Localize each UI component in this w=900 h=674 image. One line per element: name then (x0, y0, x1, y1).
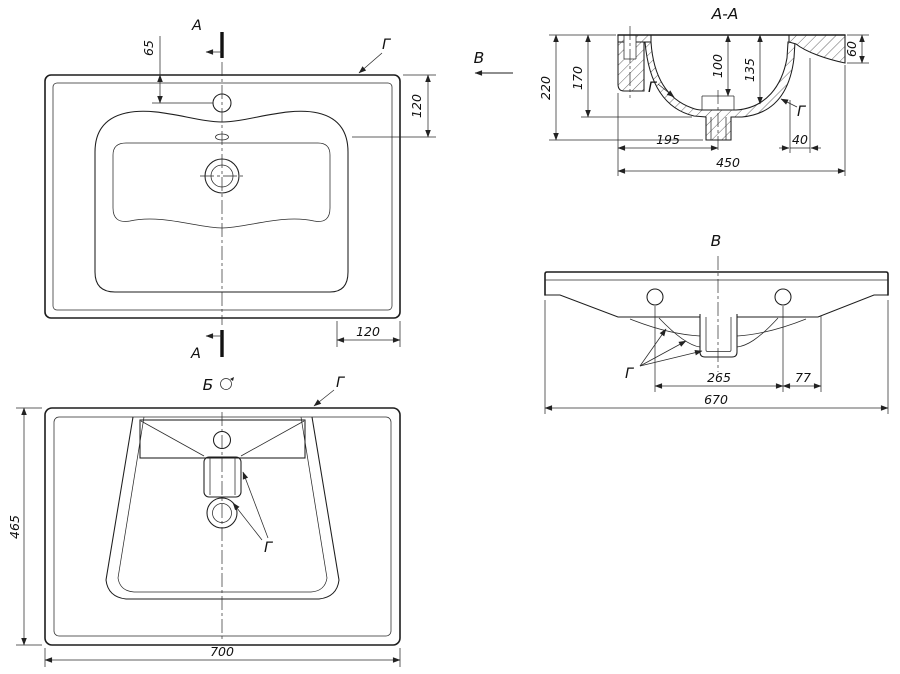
front-bowl-curve-left1 (629, 318, 701, 337)
front-detail-leader-2 (639, 340, 687, 367)
front-view: В Г 265 77 670 (544, 232, 889, 414)
bowl-wall-cut (644, 41, 796, 141)
plan-view: A A 65 120 120 Г (44, 18, 436, 362)
dim670-text: 670 (704, 392, 728, 407)
section-view: А-А 220 170 100 135 6 (538, 5, 869, 176)
front-detail-leader-3 (639, 349, 703, 367)
dim450-text: 450 (716, 155, 740, 170)
front-drain-box (699, 314, 738, 358)
plan-outer-outline (44, 74, 401, 319)
front-underside-right (737, 294, 888, 318)
plan-detail-label: Г (382, 37, 392, 53)
bottom-inner-rim (53, 416, 392, 637)
dim135-text: 135 (742, 58, 757, 82)
section-detail-leader-left (657, 83, 675, 98)
bowl-proj-bottom-outer (105, 579, 340, 600)
dim265-text: 265 (707, 370, 731, 385)
view-direction-mark: В (474, 49, 513, 76)
front-drain-box-inner (705, 317, 732, 352)
front-rim-outline (544, 271, 889, 296)
front-rim-cut (788, 34, 846, 64)
view-letter: В (474, 49, 485, 67)
bottom-outer-outline (44, 407, 401, 646)
dim65-text: 65 (141, 40, 156, 56)
bottom-detail-label-inner: Г (264, 540, 274, 556)
front-title: В (711, 232, 722, 250)
section-detail-leader-right (780, 98, 798, 108)
bottom-drain-box (203, 456, 242, 498)
rotated-view-icon (220, 377, 234, 390)
bowl-proj-right-outer (311, 416, 340, 581)
front-bowl-curve-left2 (658, 317, 701, 348)
front-hole-left (646, 288, 664, 306)
front-underside-left (545, 294, 700, 318)
dim77-text: 77 (795, 370, 811, 385)
front-bowl-curve-right1 (736, 318, 807, 337)
dim60-text: 60 (844, 41, 859, 57)
dim100-text: 100 (710, 54, 725, 78)
bottom-detail-leader-2 (242, 471, 269, 539)
deck-box-diagonal-right (240, 420, 305, 457)
front-bowl-curve-right2 (736, 317, 779, 348)
bowl-proj-bottom-inner (117, 577, 328, 593)
section-detail-left: Г (648, 80, 658, 96)
dim195-text: 195 (656, 132, 680, 147)
plan-detail-leader (358, 52, 383, 74)
dim120r-text: 120 (409, 94, 424, 118)
deck-box-diagonal-left (140, 420, 205, 457)
dim170-text: 170 (570, 66, 585, 90)
bottom-title: Б (203, 376, 214, 394)
section-title: А-А (711, 5, 739, 23)
bottom-detail-label-top: Г (336, 375, 346, 391)
dim465-text: 465 (7, 515, 22, 539)
dim700-text: 700 (210, 644, 234, 659)
front-detail-label: Г (625, 366, 635, 382)
dim40-text: 40 (792, 132, 808, 147)
bottom-view: Б Г Г 465 (7, 375, 401, 667)
plan-bowl-bottom-contour (112, 142, 331, 229)
plan-bowl-rim (94, 110, 349, 293)
plan-inner-rim (52, 82, 393, 311)
front-detail-leader-1 (639, 328, 667, 367)
section-letter-top: A (191, 18, 202, 34)
deck-box (139, 419, 306, 459)
section-letter-bottom: A (190, 346, 201, 362)
bowl-proj-left-outer (105, 416, 134, 581)
front-hole-right (774, 288, 792, 306)
dim120b-text: 120 (356, 324, 380, 339)
dim220-text: 220 (538, 76, 553, 100)
section-detail-right: Г (797, 104, 807, 120)
bottom-detail-leader-1 (232, 502, 263, 541)
bottom-detail-leader-top (313, 389, 335, 407)
